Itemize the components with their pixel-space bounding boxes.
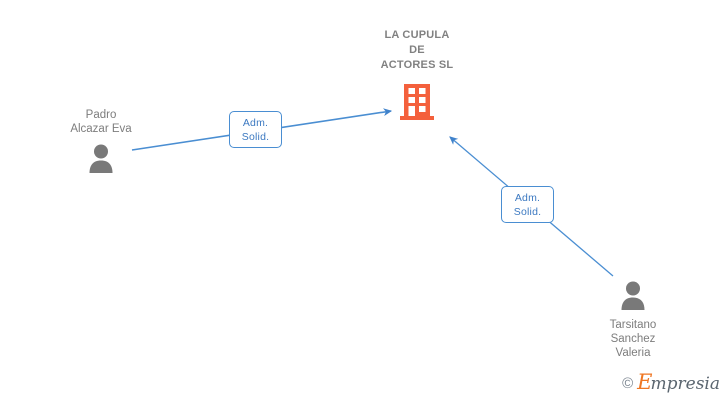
brand-initial: E <box>637 370 653 394</box>
company-title: LA CUPULA DE ACTORES SL <box>380 29 454 71</box>
person-name: Padro Alcazar Eva <box>70 109 132 135</box>
person-icon[interactable] <box>553 281 713 310</box>
brand-name: Empresia <box>637 372 720 394</box>
copyright-icon: © <box>622 374 634 392</box>
relation-label-right[interactable]: Adm. Solid. <box>501 186 554 223</box>
person-node-tarsitano-sanchez-valeria[interactable]: Tarsitano Sanchez Valeria <box>553 281 713 360</box>
person-name: Tarsitano Sanchez Valeria <box>609 319 657 359</box>
brand-rest: mpresia <box>650 374 721 394</box>
person-icon[interactable] <box>21 144 181 173</box>
relation-label-left[interactable]: Adm. Solid. <box>229 111 282 148</box>
watermark: © Empresia <box>622 372 720 394</box>
company-node[interactable]: LA CUPULA DE ACTORES SL <box>337 28 497 122</box>
person-node-padro-alcazar-eva[interactable]: Padro Alcazar Eva <box>21 108 181 173</box>
building-icon[interactable] <box>337 82 497 122</box>
